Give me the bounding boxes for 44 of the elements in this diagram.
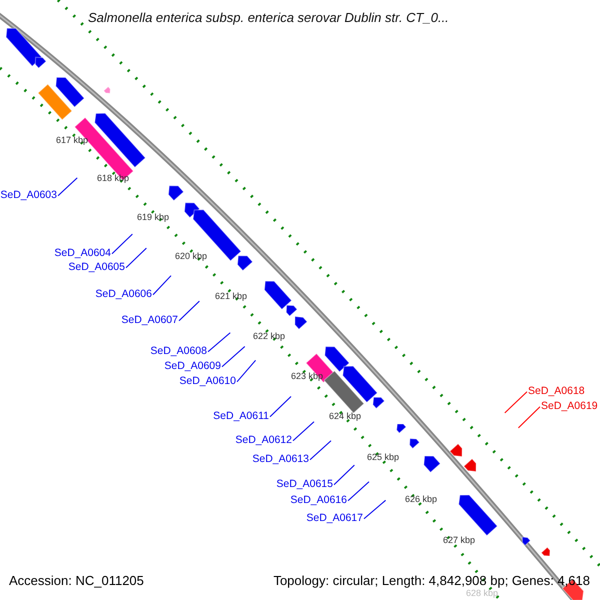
scale-label: 628 kbp xyxy=(466,589,498,598)
leader-line xyxy=(348,481,370,502)
leader-line xyxy=(518,406,540,428)
gene-label: SeD_A0608 xyxy=(150,346,207,356)
scale-label: 622 kbp xyxy=(253,332,286,341)
scale-label: 625 kbp xyxy=(367,453,400,462)
scale-label: 621 kbp xyxy=(215,292,248,301)
leader-line xyxy=(178,300,200,322)
gene-label: SeD_A0609 xyxy=(164,361,221,372)
leader-line xyxy=(152,275,172,296)
gene-label: SeD_A0606 xyxy=(95,289,152,300)
leader-line xyxy=(310,440,332,460)
leader-line xyxy=(208,332,231,352)
scale-label: 619 kbp xyxy=(137,213,170,222)
gene-label: SeD_A0612 xyxy=(235,435,292,446)
scale-label: 620 kbp xyxy=(175,252,208,261)
scale-label: 627 kbp xyxy=(443,536,476,545)
leader-line xyxy=(58,177,78,196)
gene-label: SeD_A0619 xyxy=(541,401,598,412)
gene-label: SeD_A0617 xyxy=(306,513,363,524)
gene-label: SeD_A0607 xyxy=(121,315,178,326)
gene-label: SeD_A0603 xyxy=(0,190,57,200)
info-text: Topology: circular; Length: 4,842,908 bp; Genes: 4,618 xyxy=(273,574,590,587)
gene-label: SeD_A0616 xyxy=(290,495,347,506)
title: Salmonella enterica subsp. enterica serovar Dublin str. CT_0... xyxy=(88,11,449,24)
leader-line xyxy=(334,464,355,486)
scale-label: 624 kbp xyxy=(329,412,362,421)
leader-line xyxy=(126,248,147,268)
gene-label: SeD_A0615 xyxy=(276,479,333,490)
leader-line xyxy=(112,234,133,254)
gene-label: SeD_A0618 xyxy=(528,386,585,396)
leader-line xyxy=(236,360,256,382)
gene-label: SeD_A0611 xyxy=(213,411,269,422)
leader-line xyxy=(364,500,386,520)
gene-label: SeD_A0604 xyxy=(54,248,111,258)
gene-label: SeD_A0613 xyxy=(252,454,309,464)
info-text: Accession: NC_011205 xyxy=(9,574,144,587)
scale-label: 626 kbp xyxy=(405,495,438,504)
leader-line xyxy=(222,346,246,368)
leader-line xyxy=(270,396,292,418)
leader-line xyxy=(504,391,528,414)
leader-line xyxy=(292,421,314,442)
gene-label: SeD_A0605 xyxy=(68,262,125,272)
gene-label: SeD_A0610 xyxy=(179,376,236,386)
